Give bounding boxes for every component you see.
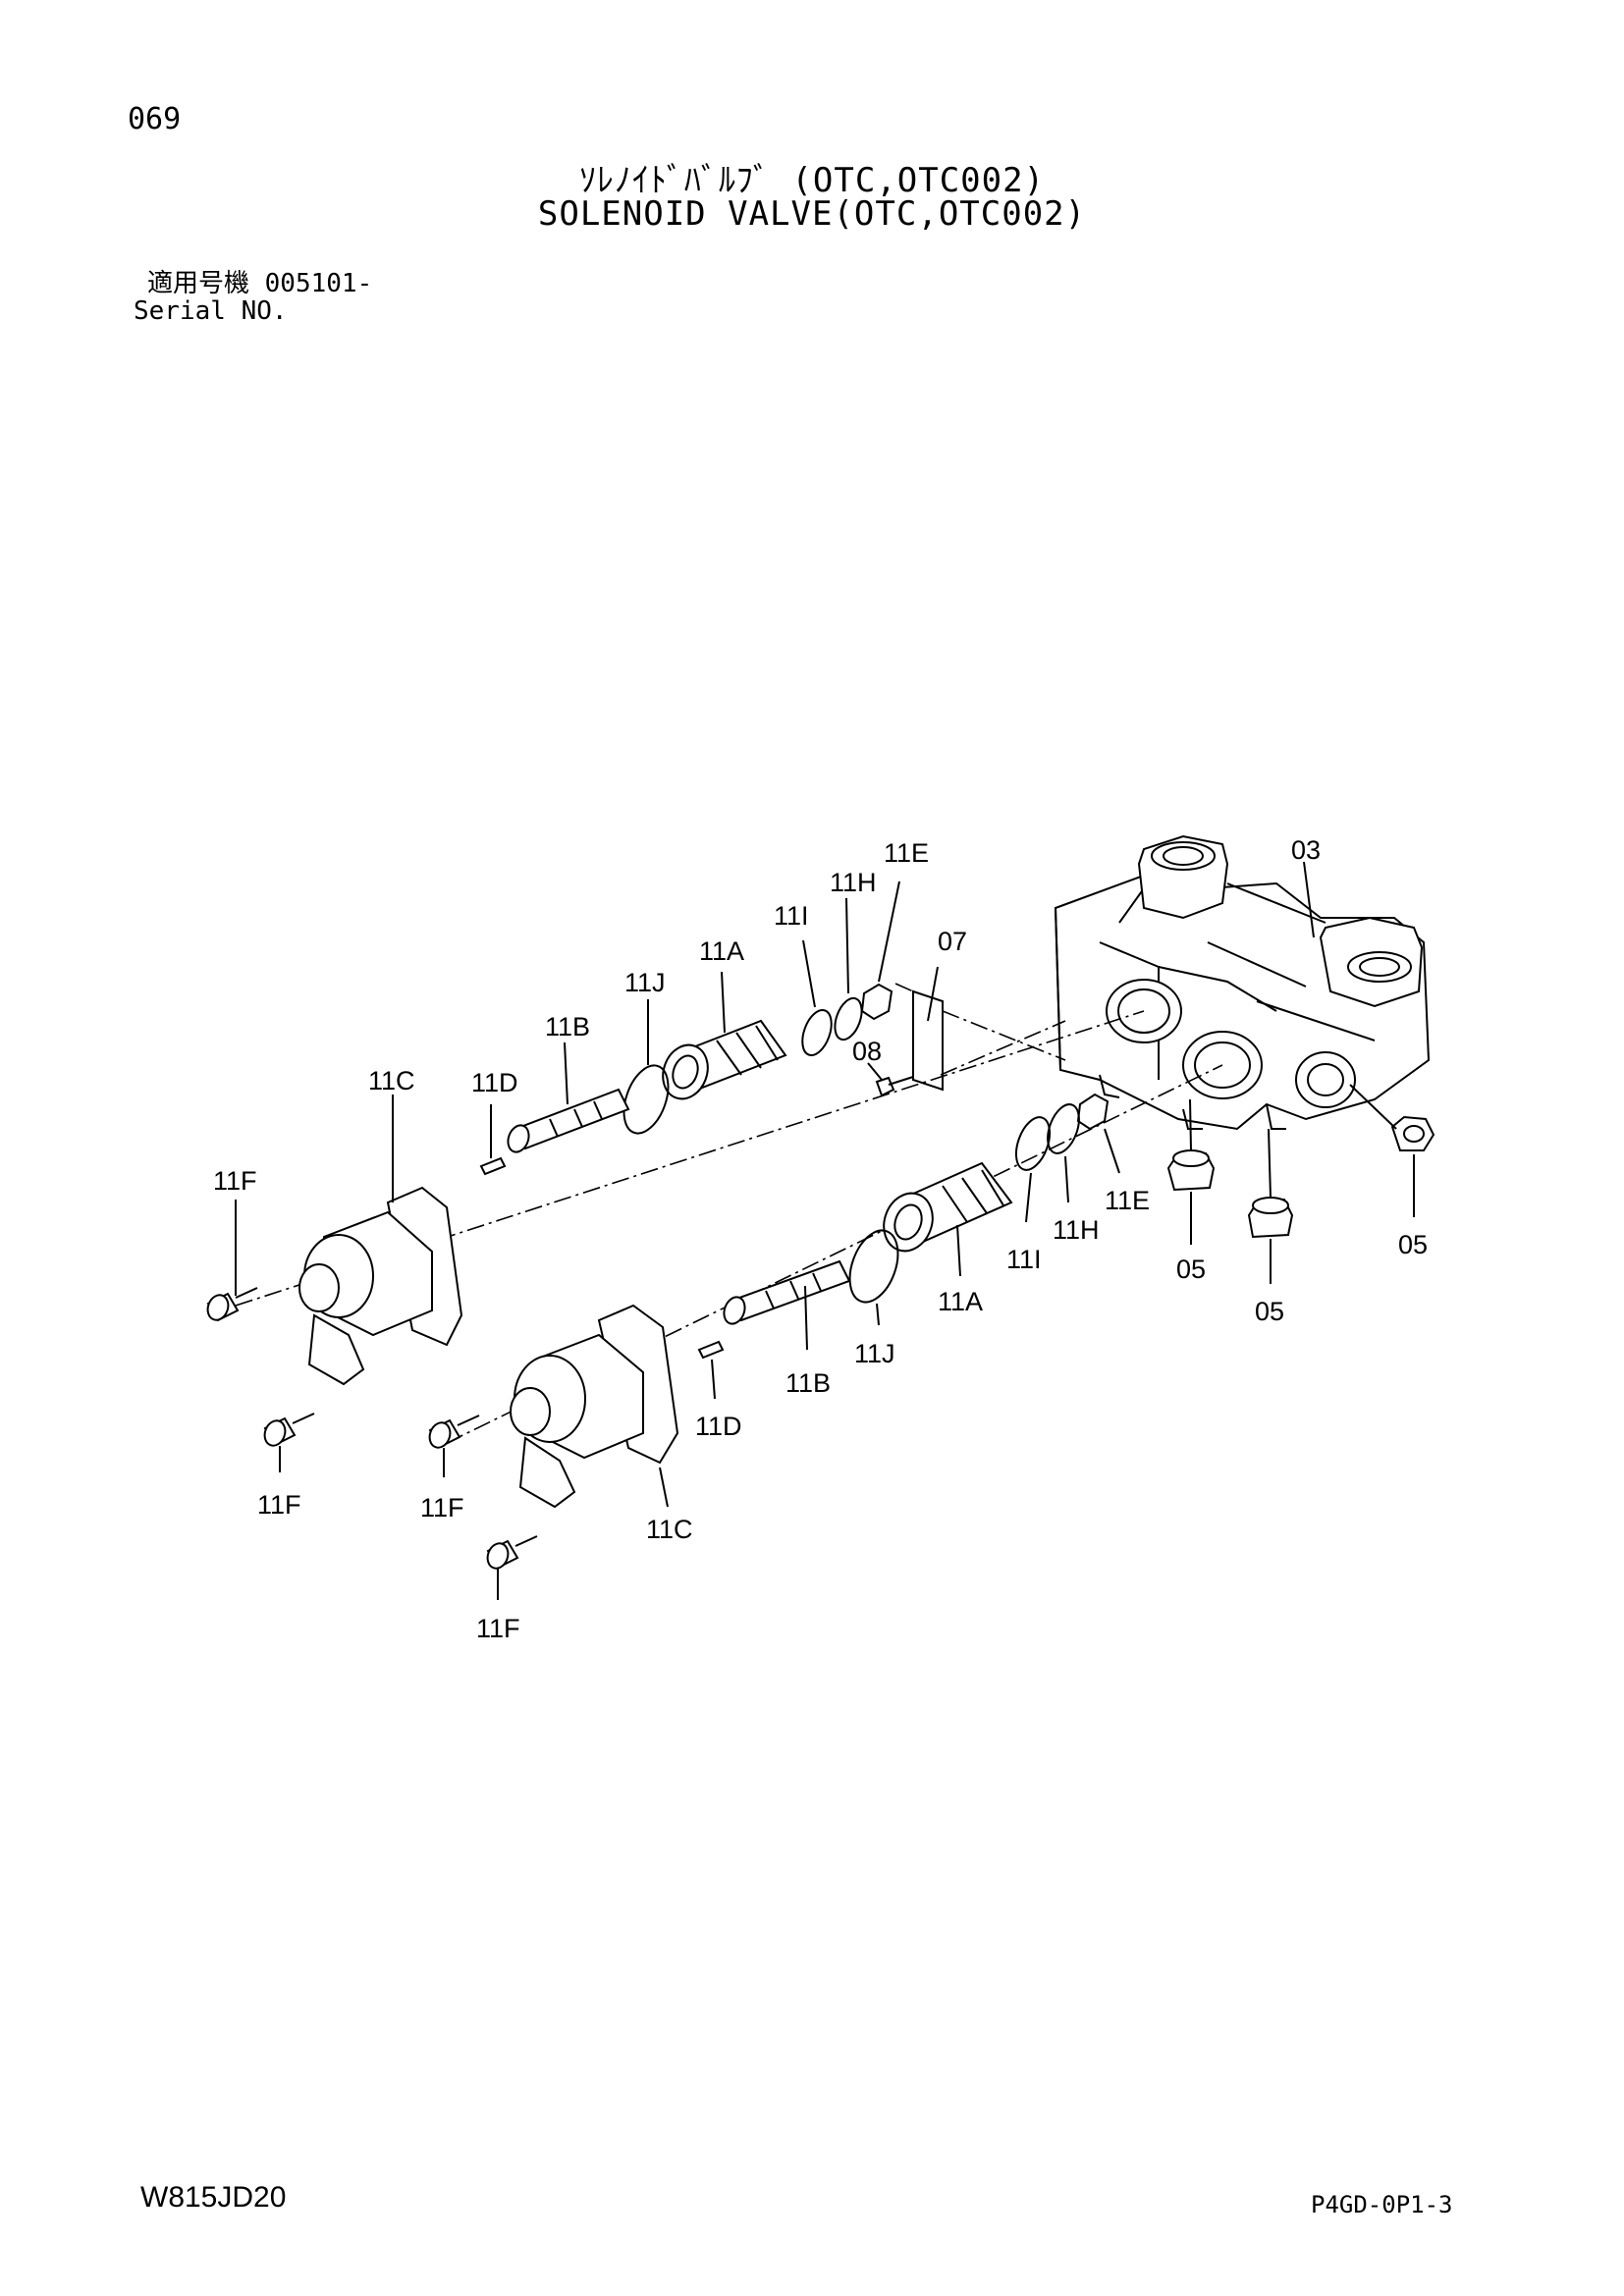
callout-11H-lower: 11H [1053,1215,1100,1245]
callout-08: 08 [852,1037,882,1066]
title-english: SOLENOID VALVE(OTC,OTC002) [537,194,1087,234]
pin-11D-upper [479,1156,507,1176]
bolt-11F-1 [206,1287,258,1322]
serial-range-japanese: 適用号機 005101- [147,269,373,298]
callout-11F-1: 11F [213,1166,257,1196]
callout-11F-3: 11F [420,1493,464,1522]
callout-11E-lower: 11E [1105,1186,1150,1215]
cap-05-b [1247,1197,1294,1239]
leader-11B-upper [564,1041,568,1105]
oring-11J-upper [623,1064,670,1135]
callout-11B-upper: 11B [545,1012,590,1041]
spool-11B-upper [507,1088,630,1153]
cap-05-a [1166,1149,1216,1192]
cap-05-c [1390,1115,1435,1151]
leader-05-a [1189,1098,1192,1151]
leader-11A-upper [721,971,726,1034]
bolt-11F-3 [428,1415,480,1449]
leader-07 [927,966,939,1022]
callout-11A-lower: 11A [938,1287,983,1316]
leader-11I-upper [802,939,816,1008]
oring-11H-lower [1047,1103,1080,1154]
callout-11B-lower: 11B [785,1368,831,1398]
sheet-code: P4GD-0P1-3 [1311,2191,1453,2218]
oring-11H-upper [834,996,863,1041]
callout-11J-lower: 11J [854,1339,895,1368]
callout-05-a: 05 [1176,1255,1206,1284]
leader-11A-lower [956,1224,961,1277]
callout-11C-lower: 11C [646,1515,693,1544]
leader-03 [1303,861,1315,938]
leader-11E-upper [878,881,900,983]
title-japanese: ｿﾚﾉｲﾄﾞﾊﾞﾙﾌﾞ (OTC,OTC002) [578,161,1046,200]
axis-lower [446,1064,1223,1444]
leader-11I-lower [1025,1172,1032,1223]
drawing-number: W815JD20 [140,2181,287,2214]
callout-11E-upper: 11E [884,838,929,868]
spool-11B-lower [723,1259,851,1325]
callout-11C-upper: 11C [368,1066,415,1095]
oring-11I-lower [1014,1116,1052,1171]
leader-11D-lower [711,1359,716,1400]
callout-11D-lower: 11D [695,1412,742,1441]
oring-11I-upper [801,1009,833,1056]
callout-03: 03 [1291,835,1321,865]
screw-08 [875,1076,914,1097]
callout-07: 07 [938,927,967,956]
bolt-11F-4 [486,1535,538,1570]
callout-11H-upper: 11H [830,868,877,897]
leader-11J-lower [876,1303,880,1326]
callout-11F-4: 11F [476,1614,520,1643]
leader-05-c [1349,1084,1397,1130]
pin-11D-lower [697,1340,725,1360]
bolt-11F-2 [263,1413,315,1447]
serial-label-english: Serial NO. [134,296,288,326]
callout-11D-upper: 11D [471,1068,518,1097]
callout-11J-upper: 11J [624,968,666,997]
callout-05-c: 05 [1398,1230,1428,1259]
leader-11H-lower [1064,1155,1069,1203]
callout-05-b: 05 [1255,1297,1284,1326]
callout-11A-upper: 11A [699,936,744,966]
seal-11E-lower [1076,1093,1110,1131]
sleeve-11A-lower [883,1161,1013,1253]
leader-11H-upper [845,897,849,994]
callout-11I-upper: 11I [774,901,809,931]
solenoid-11C-upper [298,1186,463,1386]
solenoid-11C-lower [510,1304,679,1509]
leader-11B-lower [804,1285,808,1351]
sleeve-11A-upper [662,1019,787,1100]
seal-11E-upper [860,983,893,1021]
plate-07 [894,983,1066,1092]
oring-11J-lower [848,1229,899,1304]
leader-08 [867,1062,883,1081]
page-number: 069 [128,102,182,136]
leader-05-b [1268,1128,1272,1199]
leader-11E-lower [1104,1128,1120,1174]
callout-11F-2: 11F [257,1490,301,1520]
callout-11I-lower: 11I [1006,1245,1042,1274]
leader-11C-lower [659,1467,669,1508]
valve-body-03 [1054,834,1431,1131]
